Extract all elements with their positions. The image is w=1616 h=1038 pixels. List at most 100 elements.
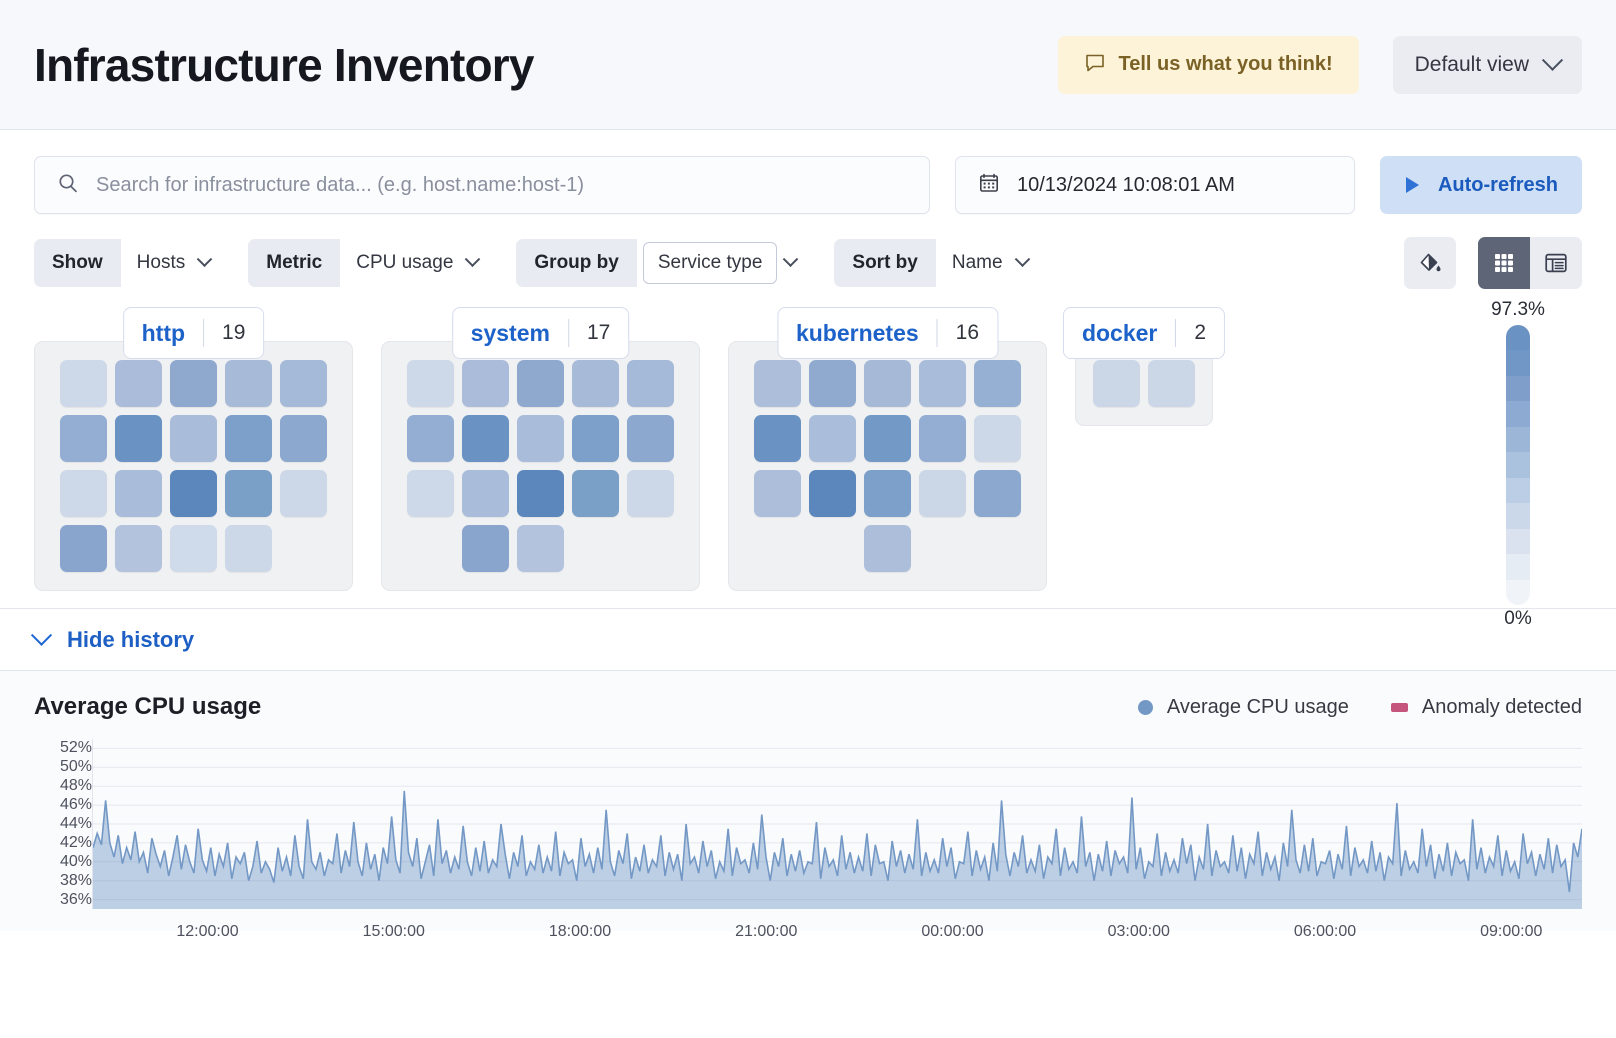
search-row: Search for infrastructure data... (e.g. …	[34, 156, 1582, 214]
host-cell[interactable]	[462, 360, 509, 407]
filter-metric-select[interactable]: CPU usage	[340, 239, 494, 287]
filter-group-by-value-box[interactable]: Service type	[642, 242, 778, 284]
host-cell[interactable]	[225, 470, 272, 517]
host-cell[interactable]	[407, 415, 454, 462]
host-cell[interactable]	[170, 415, 217, 462]
host-cell[interactable]	[974, 470, 1021, 517]
scale-step	[1506, 528, 1530, 555]
filter-metric-value: CPU usage	[356, 252, 454, 273]
inventory-waffle-area: http 19 system 17 kubernetes 16 docker 2…	[0, 289, 1616, 629]
view-mode-toggle	[1478, 237, 1582, 289]
search-input[interactable]: Search for infrastructure data... (e.g. …	[34, 156, 930, 214]
host-cell[interactable]	[407, 470, 454, 517]
legend-square-icon	[1390, 702, 1408, 712]
group-badge[interactable]: system 17	[451, 307, 630, 359]
host-cell[interactable]	[170, 360, 217, 407]
host-cell[interactable]	[864, 470, 911, 517]
auto-refresh-button[interactable]: Auto-refresh	[1379, 156, 1582, 214]
filter-sort-by-label: Sort by	[834, 239, 936, 287]
host-cell[interactable]	[170, 470, 217, 517]
group-badge[interactable]: kubernetes 16	[776, 307, 999, 359]
host-cell[interactable]	[809, 470, 856, 517]
host-cell[interactable]	[225, 525, 272, 572]
host-cell[interactable]	[809, 415, 856, 462]
host-cell[interactable]	[517, 415, 564, 462]
group-count: 16	[955, 321, 980, 344]
table-view-icon[interactable]	[1530, 237, 1582, 289]
host-cell[interactable]	[919, 470, 966, 517]
hide-history-toggle[interactable]: Hide history	[0, 609, 1616, 671]
x-tick-label: 18:00:00	[548, 923, 612, 940]
color-fill-icon[interactable]	[1404, 237, 1456, 289]
host-cell[interactable]	[60, 470, 107, 517]
host-cell[interactable]	[572, 360, 619, 407]
host-cell[interactable]	[974, 360, 1021, 407]
host-cell[interactable]	[280, 470, 327, 517]
host-cell[interactable]	[225, 415, 272, 462]
datepicker[interactable]: 10/13/2024 10:08:01 AM	[954, 156, 1355, 214]
host-cell[interactable]	[115, 415, 162, 462]
host-cell[interactable]	[1093, 360, 1140, 407]
view-selector-button[interactable]: Default view	[1392, 35, 1582, 94]
host-cell[interactable]	[754, 360, 801, 407]
host-cell[interactable]	[462, 415, 509, 462]
plot-area[interactable]	[92, 739, 1582, 909]
host-cell[interactable]	[1148, 360, 1195, 407]
search-placeholder: Search for infrastructure data... (e.g. …	[96, 173, 585, 196]
host-cell[interactable]	[572, 470, 619, 517]
y-tick-label: 46%	[59, 796, 92, 814]
host-cell[interactable]	[60, 415, 107, 462]
host-cell[interactable]	[517, 470, 564, 517]
filter-group-by: Group by Service type	[516, 239, 813, 287]
host-cell[interactable]	[170, 525, 217, 572]
host-cell[interactable]	[280, 360, 327, 407]
scale-gradient	[1506, 325, 1530, 605]
datepicker-value: 10/13/2024 10:08:01 AM	[1016, 173, 1235, 196]
host-cell[interactable]	[115, 360, 162, 407]
host-cell[interactable]	[627, 415, 674, 462]
host-cell[interactable]	[919, 415, 966, 462]
host-cell[interactable]	[517, 360, 564, 407]
legend-item-average-cpu-usage[interactable]: Average CPU usage	[1137, 696, 1349, 719]
host-cell[interactable]	[754, 470, 801, 517]
group-badge[interactable]: http 19	[122, 307, 265, 359]
host-cell[interactable]	[115, 525, 162, 572]
host-cell[interactable]	[864, 360, 911, 407]
scale-step	[1506, 325, 1530, 351]
filter-metric: Metric CPU usage	[248, 239, 494, 287]
scale-max-label: 97.3%	[1491, 299, 1545, 320]
chart-legend: Average CPU usage Anomaly detected	[1137, 696, 1582, 719]
controls-bar: Search for infrastructure data... (e.g. …	[0, 130, 1616, 289]
host-cell[interactable]	[225, 360, 272, 407]
group-badge[interactable]: docker 2	[1062, 307, 1226, 359]
host-cell[interactable]	[60, 360, 107, 407]
host-cell[interactable]	[280, 415, 327, 462]
grid-view-icon[interactable]	[1478, 237, 1530, 289]
host-cell[interactable]	[754, 415, 801, 462]
x-tick-label: 03:00:00	[1107, 923, 1170, 940]
host-cell[interactable]	[462, 470, 509, 517]
host-cell[interactable]	[572, 415, 619, 462]
legend-item-anomaly-detected[interactable]: Anomaly detected	[1390, 696, 1582, 719]
filter-show-select[interactable]: Hosts	[121, 239, 227, 287]
filter-group-by-dropdown[interactable]	[783, 239, 812, 287]
host-cell[interactable]	[974, 415, 1021, 462]
host-cell[interactable]	[864, 415, 911, 462]
host-cell[interactable]	[627, 360, 674, 407]
host-cell[interactable]	[809, 360, 856, 407]
host-cell[interactable]	[462, 525, 509, 572]
host-cell[interactable]	[115, 470, 162, 517]
chevron-down-icon	[30, 624, 53, 646]
host-cell[interactable]	[407, 360, 454, 407]
scale-min-label: 0%	[1504, 608, 1532, 629]
host-cell[interactable]	[864, 525, 911, 572]
filter-sort-by-select[interactable]: Name	[936, 239, 1044, 287]
host-cell[interactable]	[60, 525, 107, 572]
scale-step	[1506, 452, 1530, 478]
host-cell[interactable]	[517, 525, 564, 572]
filter-metric-label: Metric	[248, 239, 341, 287]
feedback-button[interactable]: Tell us what you think!	[1057, 35, 1359, 94]
host-cell[interactable]	[627, 470, 674, 517]
y-tick-label: 40%	[59, 852, 92, 870]
host-cell[interactable]	[919, 360, 966, 407]
